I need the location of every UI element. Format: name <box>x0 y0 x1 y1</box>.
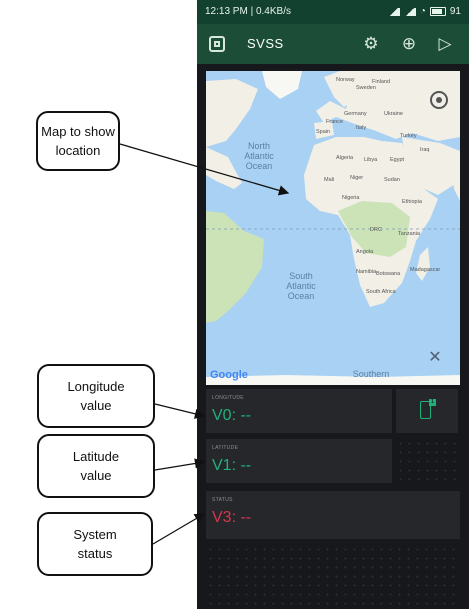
country-label: Libya <box>364 157 378 163</box>
country-label: Algeria <box>336 155 354 161</box>
latitude-tile[interactable]: LATITUDE V1: -- <box>206 439 392 483</box>
status-annotation: System status <box>37 512 153 576</box>
notification-badge-icon: 1 <box>429 399 436 406</box>
country-label: Egypt <box>390 157 405 163</box>
signal-icon <box>387 7 400 16</box>
madagascar-land <box>416 247 430 281</box>
country-label: Ukraine <box>384 111 403 117</box>
latitude-caption: LATITUDE <box>212 445 239 451</box>
central-america-land <box>206 147 242 189</box>
signal-icon-2 <box>403 7 416 16</box>
empty-grid <box>396 439 458 483</box>
phone-icon <box>420 401 431 419</box>
north-atlantic-label: North Atlantic Ocean <box>244 141 274 171</box>
phone-screen: 12:13 PM | 0.4KB/s ◔ 91 SVSS ⚙ ⊕ ▷ <box>197 0 469 609</box>
map-widget[interactable]: North Atlantic Ocean South Atlantic Ocea… <box>206 71 460 385</box>
battery-percent: 91 <box>449 6 461 17</box>
country-label: Niger <box>350 175 364 181</box>
north-america-land <box>206 79 258 147</box>
country-label: Turkey <box>400 133 417 139</box>
empty-grid <box>206 545 460 605</box>
europe-russia-land <box>316 71 460 141</box>
country-label: Tanzania <box>398 231 421 237</box>
locate-icon[interactable] <box>430 91 448 109</box>
latitude-annotation: Latitude value <box>37 434 155 498</box>
country-label: Nigeria <box>342 195 360 201</box>
south-america-land <box>206 211 264 323</box>
map-arrow <box>119 143 290 196</box>
longitude-annotation: Longitude value <box>37 364 155 428</box>
country-label: Sweden <box>356 85 376 91</box>
add-icon[interactable]: ⊕ <box>401 34 417 53</box>
country-label: South Africa <box>366 289 396 295</box>
world-map <box>206 71 460 385</box>
antarctica-land <box>206 375 460 385</box>
status-caption: STATUS <box>212 497 233 503</box>
battery-icon <box>429 7 446 16</box>
country-label: Germany <box>344 111 367 117</box>
longitude-arrow <box>154 403 206 419</box>
country-label: Sudan <box>384 177 400 183</box>
south-atlantic-label: South Atlantic Ocean <box>286 271 316 301</box>
country-label: Italy <box>356 125 367 131</box>
country-label: Ethiopia <box>402 199 422 205</box>
india-land <box>452 163 460 201</box>
latitude-arrow <box>154 458 206 471</box>
country-label: Finland <box>372 79 391 85</box>
country-label: Angola <box>356 249 374 255</box>
status-bar: 12:13 PM | 0.4KB/s ◔ 91 <box>197 0 469 24</box>
greenland-land <box>262 71 302 99</box>
status-time: 12:13 PM | 0.4KB/s <box>205 6 291 17</box>
play-icon[interactable]: ▷ <box>438 34 452 53</box>
status-value: V3: -- <box>212 509 252 526</box>
status-tile[interactable]: STATUS V3: -- <box>206 491 460 539</box>
longitude-caption: LONGITUDE <box>212 395 244 401</box>
country-label: Spain <box>316 129 331 135</box>
app-bar: SVSS ⚙ ⊕ ▷ <box>197 24 469 64</box>
google-logo: Google <box>210 369 248 381</box>
iberia-land <box>314 121 334 139</box>
country-label: Iraq <box>420 147 430 153</box>
status-arrow <box>152 513 206 545</box>
longitude-value: V0: -- <box>212 407 252 424</box>
country-label: Norway <box>336 77 355 83</box>
latitude-value: V1: -- <box>212 457 252 474</box>
wifi-icon: ◔ <box>419 6 426 17</box>
longitude-tile[interactable]: LONGITUDE V0: -- <box>206 389 392 433</box>
country-label: Mali <box>324 177 335 183</box>
app-title: SVSS <box>247 36 284 51</box>
country-label: Namibia <box>356 269 377 275</box>
country-label: Madagascar <box>410 267 441 273</box>
country-label: France <box>326 119 344 125</box>
country-label: DRC <box>370 227 382 233</box>
country-label: Botswana <box>376 271 401 277</box>
expand-icon[interactable]: ✕ <box>428 349 442 366</box>
copy-icon[interactable] <box>209 36 225 52</box>
settings-icon[interactable]: ⚙ <box>363 34 379 53</box>
southern-ocean-label: Southern <box>352 369 390 379</box>
device-button[interactable]: 1 <box>396 389 458 433</box>
map-annotation: Map to show location <box>36 111 120 171</box>
